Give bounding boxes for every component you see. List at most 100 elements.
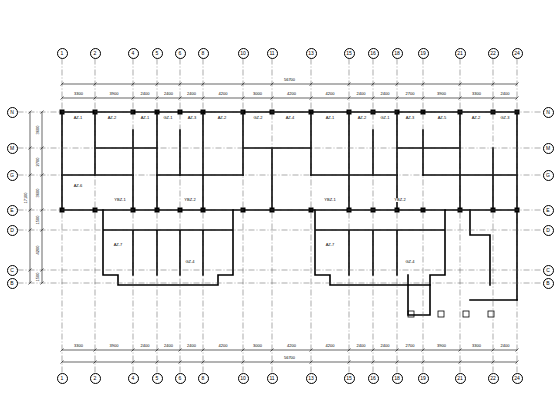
axis-bubble: 13 [306, 48, 317, 59]
wall-label: AZ-2 [471, 116, 481, 120]
columns [60, 110, 520, 213]
dimension-text: 4200 [325, 92, 335, 96]
axis-bubble: 24 [512, 48, 523, 59]
dimension-text: 3300 [74, 92, 84, 96]
axis-line [18, 210, 543, 211]
axis-line [203, 59, 204, 373]
axis-bubble: E [7, 205, 18, 216]
axis-label: 21 [457, 51, 463, 56]
axis-label: 16 [370, 51, 376, 56]
wall-label: AZ-1 [140, 116, 150, 120]
axis-label: 22 [490, 51, 496, 56]
axis-label: 6 [179, 51, 182, 56]
axis-line [18, 148, 543, 149]
dimension-text: 56700 [283, 356, 295, 360]
dimension-text: 4200 [36, 245, 40, 255]
dimension-text: 2400 [164, 92, 174, 96]
dimension-text: 2400 [187, 344, 197, 348]
dimension-text: 1500 [36, 272, 40, 282]
axis-bubble: M [7, 143, 18, 154]
axis-label: 2 [94, 51, 97, 56]
wall-label: AZ-1 [73, 116, 83, 120]
axis-label: M [546, 146, 550, 151]
axis-bubble: 6 [175, 373, 186, 384]
axis-label: 16 [370, 376, 376, 381]
wall-label: GZ-1 [380, 116, 390, 120]
axis-label: 19 [420, 376, 426, 381]
wall-label: AZ-2 [107, 116, 117, 120]
axis-label: 21 [457, 376, 463, 381]
axis-label: 24 [514, 376, 520, 381]
axis-bubble: 15 [344, 48, 355, 59]
axis-line [95, 59, 96, 373]
axis-line [397, 59, 398, 373]
axis-line [180, 59, 181, 373]
axis-line [423, 59, 424, 373]
dimension-text: 2400 [500, 344, 510, 348]
dimension-text: 2400 [187, 92, 197, 96]
axis-bubble: 21 [455, 373, 466, 384]
axis-label: 5 [156, 376, 159, 381]
dimension-text: 3900 [437, 92, 447, 96]
dimension-text: 2700 [405, 344, 415, 348]
axis-line [18, 112, 543, 113]
axis-bubble: 16 [368, 373, 379, 384]
axis-bubble: D [7, 225, 18, 236]
axis-label: 1 [61, 376, 64, 381]
wall-label: AZ-5 [437, 116, 447, 120]
dimension-text: 2400 [140, 92, 150, 96]
dimension-text: 2700 [405, 92, 415, 96]
axis-bubble: 5 [152, 48, 163, 59]
axis-bubble: 18 [392, 48, 403, 59]
axis-label: 22 [490, 376, 496, 381]
dimension-text: 3300 [472, 344, 482, 348]
axis-label: 24 [514, 51, 520, 56]
dimension-text: 3600 [36, 125, 40, 135]
axis-bubble: C [543, 265, 554, 276]
axis-line [460, 59, 461, 373]
axis-bubble: 8 [198, 373, 209, 384]
axis-label: E [546, 208, 549, 213]
wall-label: AZ-6 [73, 184, 83, 188]
dimension-text: 4200 [218, 92, 228, 96]
wall-label: AZ-1 [325, 116, 335, 120]
axis-label: 18 [394, 376, 400, 381]
wall-label: AZ-3 [405, 116, 415, 120]
axis-bubble: 15 [344, 373, 355, 384]
axis-label: 18 [394, 51, 400, 56]
axis-bubble: 19 [418, 373, 429, 384]
dimension-text: 4200 [287, 344, 297, 348]
wall-label: AZ-3 [187, 116, 197, 120]
wall-label: YBZ-2 [184, 198, 196, 202]
axis-bubble: 1 [57, 48, 68, 59]
axis-label: N [546, 110, 550, 115]
axis-bubble: 10 [238, 373, 249, 384]
axis-bubble: B [543, 278, 554, 289]
axis-label: 10 [240, 376, 246, 381]
axis-bubble: M [543, 143, 554, 154]
axis-bubble: 2 [90, 373, 101, 384]
dimension-text: 3900 [109, 92, 119, 96]
axis-bubble: C [7, 265, 18, 276]
axis-line [18, 270, 543, 271]
wall-label: YBZ-2 [394, 198, 406, 202]
axis-bubble: 4 [128, 373, 139, 384]
axis-label: 5 [156, 51, 159, 56]
axis-bubble: 22 [488, 373, 499, 384]
dimension-text: 2400 [164, 344, 174, 348]
axis-label: 11 [269, 376, 274, 381]
axis-bubble: 22 [488, 48, 499, 59]
wall-label: YBZ-1 [114, 198, 126, 202]
axis-line [311, 59, 312, 373]
dimension-text: 4200 [218, 344, 228, 348]
axis-label: 4 [132, 51, 135, 56]
wall-label: AZ-2 [217, 116, 227, 120]
axis-label: G [546, 173, 550, 178]
dimension-lines [30, 84, 517, 362]
dimension-text: 17100 [24, 191, 28, 203]
dimension-text: 56700 [283, 78, 295, 82]
axis-label: 4 [132, 376, 135, 381]
wall-label: AZ-7 [113, 243, 123, 247]
axis-bubble: G [7, 170, 18, 181]
